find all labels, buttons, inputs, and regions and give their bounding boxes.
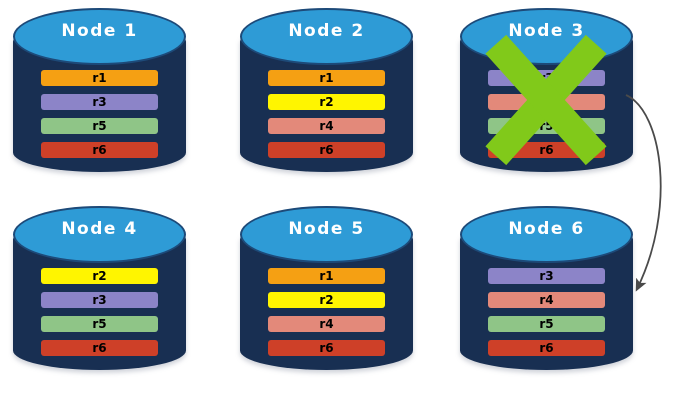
node-1-block-r3[interactable]: r3 [41,94,158,110]
node-5-blocks: r1 r2 r4 r6 [268,268,385,356]
node-6-block-r4[interactable]: r4 [488,292,605,308]
node-2-block-r4[interactable]: r4 [268,118,385,134]
node-2-cylinder-top [240,8,413,65]
node-5-cylinder-top [240,206,413,263]
node-1-cylinder-top [13,8,186,65]
node-5-block-r4[interactable]: r4 [268,316,385,332]
node-3-failure-x-icon [484,34,608,166]
node-1-block-r1[interactable]: r1 [41,70,158,86]
node-4-blocks: r2 r3 r5 r6 [41,268,158,356]
node-6-cylinder-top [460,206,633,263]
node-3[interactable]: Node 3r3r4r5r6 [460,8,633,185]
node-6-block-r3[interactable]: r3 [488,268,605,284]
node-6-block-r6[interactable]: r6 [488,340,605,356]
node-2-block-r6[interactable]: r6 [268,142,385,158]
node-4-cylinder-top [13,206,186,263]
node-6-block-r5[interactable]: r5 [488,316,605,332]
node-2-blocks: r1 r2 r4 r6 [268,70,385,158]
node-1-blocks: r1 r3 r5 r6 [41,70,158,158]
node-4-block-r5[interactable]: r5 [41,316,158,332]
node-4-block-r3[interactable]: r3 [41,292,158,308]
node-2-block-r1[interactable]: r1 [268,70,385,86]
node-5-block-r6[interactable]: r6 [268,340,385,356]
node-4-block-r6[interactable]: r6 [41,340,158,356]
node-5-block-r1[interactable]: r1 [268,268,385,284]
node-2-block-r2[interactable]: r2 [268,94,385,110]
node-1-block-r5[interactable]: r5 [41,118,158,134]
node-1-block-r6[interactable]: r6 [41,142,158,158]
node-4-block-r2[interactable]: r2 [41,268,158,284]
node-6-blocks: r3 r4 r5 r6 [488,268,605,356]
node-5-block-r2[interactable]: r2 [268,292,385,308]
